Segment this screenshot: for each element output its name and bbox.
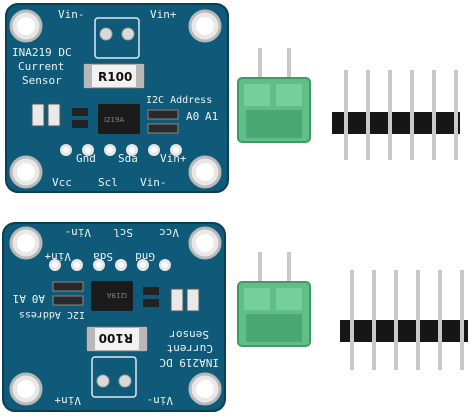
ina219-board-top: Vin- Vin+ INA219 DC Current Sensor R100 … — [5, 3, 229, 193]
smd-component — [52, 281, 84, 292]
board-title-line1: INA219 DC — [12, 46, 72, 59]
mount-hole — [188, 9, 222, 43]
shunt-resistor: R100 — [86, 326, 148, 352]
smd-component — [143, 287, 159, 295]
label-gnd: Gnd — [135, 250, 155, 263]
pin-header-top — [332, 70, 460, 160]
terminal-outline — [94, 17, 140, 59]
label-vin-plus: Vin+ — [150, 8, 177, 21]
terminal-pad — [99, 27, 113, 41]
board-title-line2: Current — [167, 342, 213, 355]
terminal-pad — [96, 374, 110, 388]
smd-component — [31, 103, 45, 127]
mount-hole — [188, 226, 222, 260]
screw-terminal-bottom — [237, 252, 311, 347]
label-vin-minus: Vin- — [147, 394, 174, 407]
board-title-line2: Current — [18, 60, 64, 73]
smd-component — [170, 288, 184, 312]
label-vin-plus-bottom: Vin+ — [44, 250, 71, 263]
header-pads — [49, 259, 171, 271]
label-vin-minus-bottom: Vin- — [65, 226, 92, 239]
smd-component — [147, 109, 179, 120]
label-vin-minus-bottom: Vin- — [140, 176, 167, 189]
terminal-outline — [91, 356, 137, 398]
shunt-resistor: R100 — [83, 63, 145, 89]
smd-component — [147, 123, 179, 134]
label-a1: A1 — [205, 110, 218, 123]
mount-hole — [9, 372, 43, 406]
ina219-chip: I219A — [98, 104, 140, 134]
label-vcc: Vcc — [52, 176, 72, 189]
label-scl: Scl — [113, 226, 133, 239]
board-title-line3: Sensor — [22, 74, 62, 87]
label-a0: A0 — [32, 292, 45, 305]
label-vin-plus: Vin+ — [54, 394, 81, 407]
label-scl: Scl — [98, 176, 118, 189]
ina219-board-bottom: Vin- Vin+ INA219 DC Current Sensor R100 … — [2, 222, 226, 412]
mount-hole — [188, 372, 222, 406]
mount-hole — [9, 226, 43, 260]
label-gnd: Gnd — [76, 152, 96, 165]
board-title-line1: INA219 DC — [159, 356, 219, 369]
resistor-value: R100 — [99, 331, 133, 345]
label-sda: Sda — [118, 152, 138, 165]
smd-component — [72, 108, 88, 116]
terminal-pad — [121, 27, 135, 41]
label-vin-minus: Vin- — [58, 8, 85, 21]
svg-text:I219A: I219A — [107, 291, 127, 299]
pin-header-bottom — [340, 270, 468, 370]
svg-text:I219A: I219A — [104, 116, 124, 124]
terminal-pad — [118, 374, 132, 388]
smd-component — [186, 288, 200, 312]
label-i2c-address: I2C Address — [146, 95, 212, 106]
mount-hole — [9, 155, 43, 189]
screw-terminal-top — [237, 48, 311, 143]
label-vcc: Vcc — [159, 226, 179, 239]
smd-component — [143, 299, 159, 307]
mount-hole — [188, 155, 222, 189]
smd-component — [52, 295, 84, 306]
smd-component — [47, 103, 61, 127]
resistor-value: R100 — [98, 70, 132, 84]
smd-component — [72, 120, 88, 128]
label-sda: Sda — [93, 250, 113, 263]
label-a0: A0 — [186, 110, 199, 123]
label-a1: A1 — [13, 292, 26, 305]
header-pads — [60, 144, 182, 156]
label-vin-plus-bottom: Vin+ — [160, 152, 187, 165]
ina219-chip: I219A — [91, 281, 133, 311]
label-i2c-address: I2C Address — [19, 309, 85, 320]
mount-hole — [9, 9, 43, 43]
board-title-line3: Sensor — [169, 328, 209, 341]
